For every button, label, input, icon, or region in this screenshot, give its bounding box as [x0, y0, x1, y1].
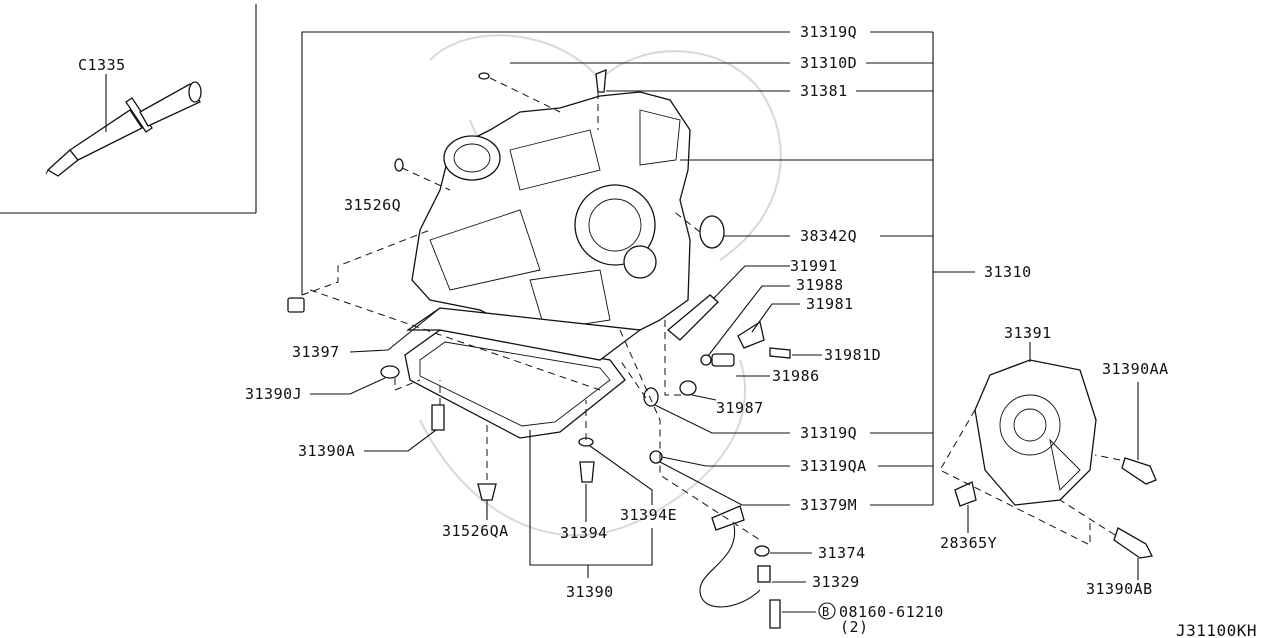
seal-38342q	[699, 215, 725, 249]
bracket-28365y	[954, 481, 977, 507]
flange-31379m	[711, 505, 745, 531]
label-38342q: 38342Q	[800, 227, 857, 245]
label-31397: 31397	[292, 343, 340, 361]
label-28365y: 28365Y	[940, 534, 997, 552]
label-bolt-number: 08160-61210	[839, 603, 944, 621]
part-labels: 31319Q 31310D 31381 31526Q 38342Q 31310 …	[245, 23, 1257, 638]
plug-31319q	[287, 297, 305, 313]
side-cover-31391	[954, 359, 1157, 559]
bracket-31991	[666, 294, 719, 341]
bolt-31390a	[431, 404, 445, 431]
label-31988: 31988	[796, 276, 844, 294]
washer-31390j	[380, 365, 400, 379]
label-bolt-qty: (2)	[840, 618, 869, 636]
small-parts	[287, 69, 791, 629]
ring-31988	[700, 354, 712, 366]
bolt-31981d	[769, 347, 791, 359]
sealant-tube-icon	[45, 81, 202, 177]
tube-31379m	[699, 524, 761, 608]
label-31390j: 31390J	[245, 385, 302, 403]
label-31381: 31381	[800, 82, 848, 100]
transmission-case	[411, 91, 691, 351]
label-31319qa: 31319QA	[800, 457, 867, 475]
fitting-31329	[757, 565, 771, 583]
label-31310d: 31310D	[800, 54, 857, 72]
svg-text:B: B	[822, 605, 830, 619]
label-31379m: 31379M	[800, 496, 857, 514]
diagram-code: J31100KH	[1176, 621, 1257, 638]
label-31394e: 31394E	[620, 506, 677, 524]
circled-b-icon: B	[818, 602, 836, 620]
label-31526q: 31526Q	[344, 196, 401, 214]
label-31981: 31981	[806, 295, 854, 313]
bolt-08160-61210	[769, 599, 781, 629]
label-31374: 31374	[818, 544, 866, 562]
bracket-31981	[737, 320, 765, 349]
assembly-lines	[301, 77, 1121, 546]
pin-31310d	[478, 72, 490, 80]
label-c1335: C1335	[78, 56, 126, 74]
label-31526qa: 31526QA	[442, 522, 509, 540]
plug-31319q-mid	[643, 387, 659, 407]
pin-31986	[711, 353, 735, 367]
bolt-31394	[579, 461, 595, 483]
cap-31987	[679, 380, 697, 396]
breather-31381	[595, 69, 607, 93]
label-31391: 31391	[1004, 324, 1052, 342]
plug-31526qa	[477, 483, 497, 501]
label-31991: 31991	[790, 257, 838, 275]
label-31310: 31310	[984, 263, 1032, 281]
washer-31374	[754, 545, 770, 557]
bolt-31390ab	[1113, 527, 1153, 559]
bolt-31390aa	[1121, 457, 1157, 485]
label-31981d: 31981D	[824, 346, 881, 364]
leader-lines	[301, 31, 1139, 613]
label-31394: 31394	[560, 524, 608, 542]
label-31390aa: 31390AA	[1102, 360, 1169, 378]
label-31986: 31986	[772, 367, 820, 385]
oring-31526q	[394, 158, 404, 172]
label-31319q-top: 31319Q	[800, 23, 857, 41]
label-31319q-mid: 31319Q	[800, 424, 857, 442]
inset-panel: C1335	[0, 4, 257, 214]
label-31390ab: 31390AB	[1086, 580, 1153, 598]
label-31987: 31987	[716, 399, 764, 417]
label-31390: 31390	[566, 583, 614, 601]
label-31329: 31329	[812, 573, 860, 591]
label-31390a: 31390A	[298, 442, 355, 460]
